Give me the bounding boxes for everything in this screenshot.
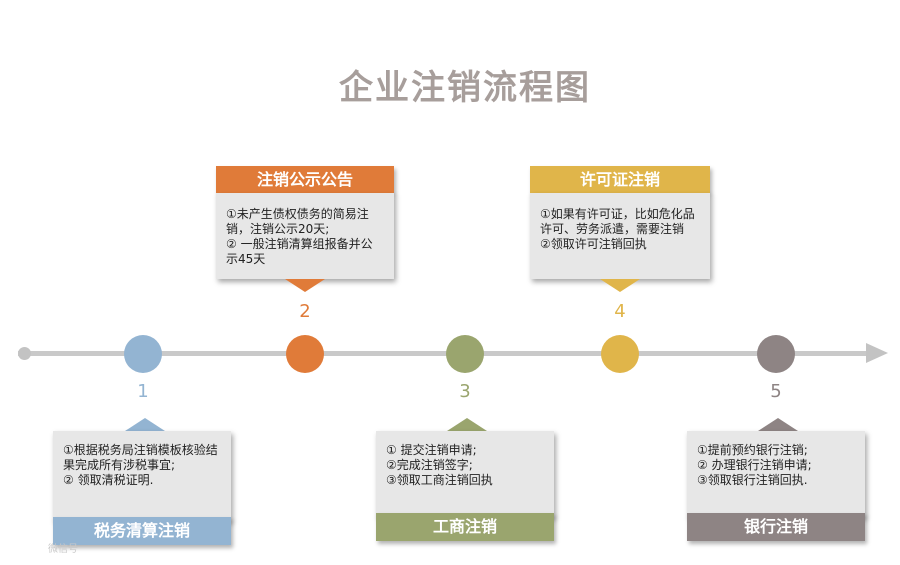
step-1-number: 1 [137, 381, 149, 402]
step-3-number: 3 [459, 381, 471, 402]
step-3-description-box: ① 提交注销申请; ②完成注销签字; ③领取工商注销回执 [376, 431, 554, 517]
step-2-label: 注销公示公告 [216, 166, 394, 194]
step-3-node [446, 335, 484, 373]
step-1-description: ①根据税务局注销模板核验结 果完成所有涉税事宜; ② 领取清税证明. [63, 443, 218, 487]
timeline-start-dot [18, 347, 31, 360]
step-5-description: ①提前预约银行注销; ② 办理银行注销申请; ③领取银行注销回执. [697, 443, 812, 487]
step-1-pointer [125, 418, 165, 431]
step-3-pointer [447, 418, 487, 431]
step-5-pointer [758, 418, 798, 431]
watermark: 微信号 [48, 544, 78, 555]
step-4-description-box: ①如果有许可证，比如危化品 许可、劳务派遣，需要注销 ②领取许可注销回执 [530, 193, 710, 279]
step-5-number: 5 [770, 381, 782, 402]
step-5-node [757, 335, 795, 373]
timeline-line [18, 351, 868, 356]
step-1-label: 税务清算注销 [53, 517, 231, 545]
step-3-label: 工商注销 [376, 513, 554, 541]
step-2-node [286, 335, 324, 373]
step-2-pointer [285, 279, 325, 292]
step-4-description: ①如果有许可证，比如危化品 许可、劳务派遣，需要注销 ②领取许可注销回执 [540, 207, 695, 251]
step-5-description-box: ①提前预约银行注销; ② 办理银行注销申请; ③领取银行注销回执. [687, 431, 865, 517]
step-2-description-box: ①未产生债权债务的简易注 销，注销公示20天; ② 一般注销清算组报备并公 示4… [216, 193, 394, 279]
step-3-description: ① 提交注销申请; ②完成注销签字; ③领取工商注销回执 [386, 443, 493, 487]
timeline-arrow-icon [866, 343, 888, 363]
step-4-pointer [600, 279, 640, 292]
step-4-label: 许可证注销 [530, 166, 710, 194]
page-title: 企业注销流程图 [339, 68, 591, 108]
step-5-label: 银行注销 [687, 513, 865, 541]
step-4-number: 4 [614, 301, 626, 322]
step-2-number: 2 [299, 301, 311, 322]
step-4-node [601, 335, 639, 373]
step-1-description-box: ①根据税务局注销模板核验结 果完成所有涉税事宜; ② 领取清税证明. [53, 431, 231, 521]
step-1-node [124, 335, 162, 373]
step-2-description: ①未产生债权债务的简易注 销，注销公示20天; ② 一般注销清算组报备并公 示4… [226, 207, 373, 266]
